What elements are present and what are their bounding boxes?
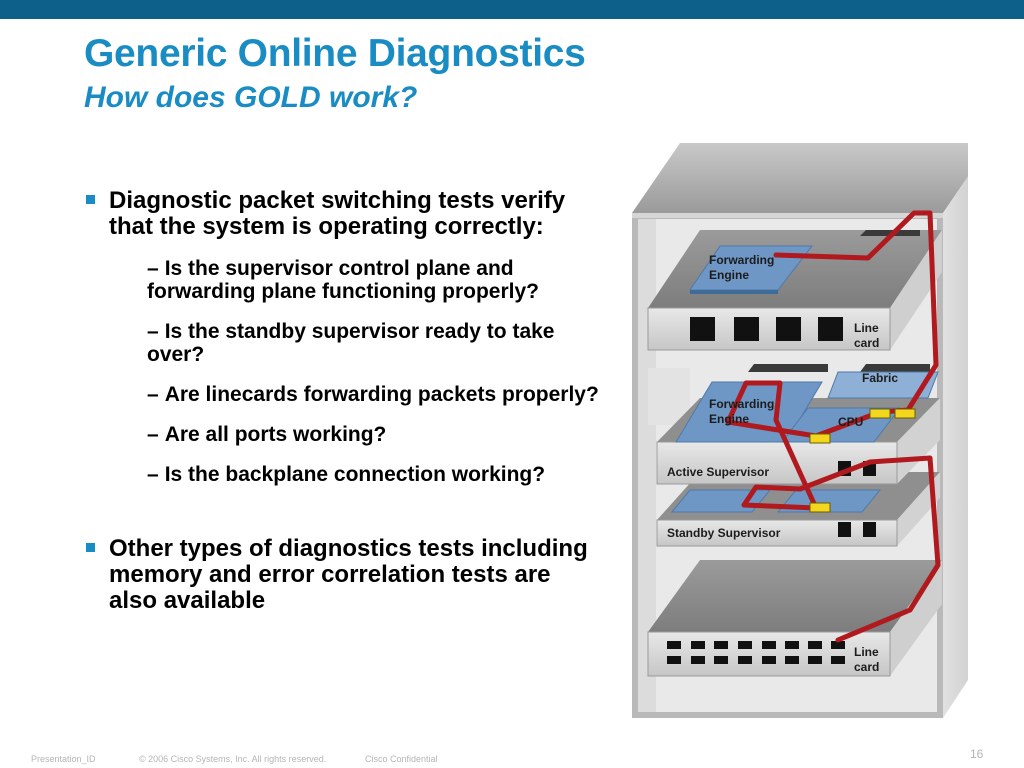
slide-subtitle: How does GOLD work? — [84, 81, 418, 114]
dash-marker: – — [147, 383, 159, 406]
line-card-label: card — [854, 336, 879, 350]
square-bullet-icon — [86, 543, 95, 552]
forwarding-engine-label: Engine — [709, 268, 749, 282]
forwarding-engine-label: Engine — [709, 412, 749, 426]
slide-title: Generic Online Diagnostics — [84, 32, 586, 75]
port-row — [667, 641, 845, 664]
line-card-label: Line — [854, 645, 879, 659]
line-card-label: card — [854, 660, 879, 674]
forwarding-engine-label: Forwarding — [709, 253, 774, 267]
sub-bullet-text: Is the supervisor control plane and forw… — [147, 257, 539, 303]
chassis-diagram: Forwarding Engine Line card Fabric Forwa… — [632, 143, 968, 718]
forwarding-engine-label: Forwarding — [709, 397, 774, 411]
sub-bullet-item: –Are linecards forwarding packets proper… — [147, 383, 604, 406]
sub-bullet-item: –Is the standby supervisor ready to take… — [147, 320, 604, 366]
line-card-bottom — [647, 560, 942, 677]
square-bullet-icon — [86, 195, 95, 204]
active-supervisor-label: Active Supervisor — [667, 465, 769, 479]
cpu-label: CPU — [838, 415, 863, 429]
sub-bullet-item: –Is the supervisor control plane and for… — [147, 257, 604, 303]
footer-presentation-id: Presentation_ID — [31, 754, 96, 764]
bullet-text: Other types of diagnostics tests includi… — [109, 535, 588, 614]
sub-bullet-text: Is the standby supervisor ready to take … — [147, 320, 555, 366]
dash-marker: – — [147, 257, 159, 280]
bullet-item: Other types of diagnostics tests includi… — [84, 536, 604, 614]
sub-bullet-list: –Is the supervisor control plane and for… — [84, 257, 604, 486]
sub-bullet-text: Are linecards forwarding packets properl… — [164, 383, 599, 406]
page-number: 16 — [970, 747, 984, 761]
fabric-label: Fabric — [862, 371, 898, 385]
sub-bullet-text: Are all ports working? — [164, 423, 387, 446]
bullet-item: Diagnostic packet switching tests verify… — [84, 188, 604, 240]
dash-marker: – — [147, 463, 159, 486]
sub-bullet-text: Is the backplane connection working? — [164, 463, 546, 486]
sub-bullet-item: –Are all ports working? — [147, 423, 604, 446]
sub-bullet-item: –Is the backplane connection working? — [147, 463, 604, 486]
bullet-text: Diagnostic packet switching tests verify… — [109, 187, 566, 240]
footer-copyright: © 2006 Cisco Systems, Inc. All rights re… — [139, 754, 327, 764]
port-row — [690, 317, 843, 341]
top-bar — [0, 0, 1024, 19]
bullet-list: Diagnostic packet switching tests verify… — [84, 188, 604, 614]
line-card-top — [647, 230, 942, 351]
yellow-ports — [809, 408, 916, 513]
footer-confidential: Cisco Confidential — [365, 754, 438, 764]
standby-supervisor-label: Standby Supervisor — [667, 526, 781, 540]
line-card-label: Line — [854, 321, 879, 335]
dash-marker: – — [147, 423, 159, 446]
dash-marker: – — [147, 320, 159, 343]
